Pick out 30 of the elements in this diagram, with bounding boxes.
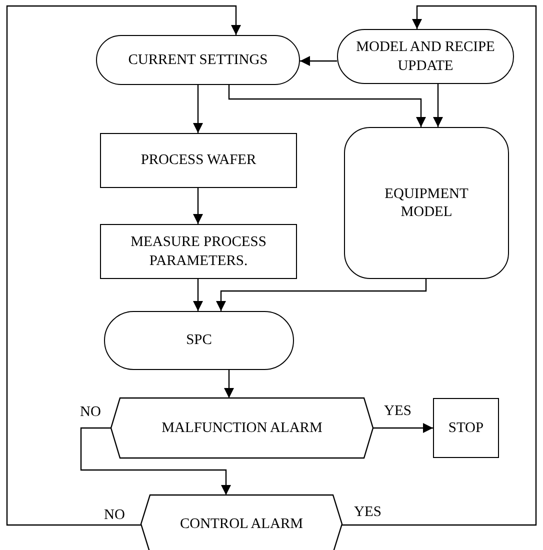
node-text: EQUIPMENT MODEL (384, 184, 470, 222)
terminal-box (96, 35, 300, 85)
arrow (373, 423, 433, 433)
process-box (100, 224, 297, 279)
process-box (100, 133, 297, 188)
edge-label: YES (354, 505, 382, 520)
arrow (228, 85, 426, 127)
edge-label: NO (80, 405, 101, 420)
edge-label: YES (384, 404, 412, 418)
rounded-box (344, 127, 509, 279)
arrow (6, 5, 241, 526)
arrow (216, 279, 427, 311)
node-text: STOP (447, 418, 485, 438)
node-text: MALFUNCTION ALARM (160, 418, 324, 438)
edge-label: NO (104, 508, 125, 522)
arrow (193, 188, 203, 224)
node-text: PROCESS WAFER (140, 151, 258, 170)
node-text: CONTROL ALARM (178, 514, 304, 534)
node-text: MODEL AND RECIPE UPDATE (355, 38, 496, 75)
node-text: SPC (185, 331, 213, 350)
arrow (342, 5, 537, 526)
arrow (193, 279, 203, 311)
node-text: CURRENT SETTINGS (127, 50, 269, 70)
arrow (433, 84, 443, 127)
arrow (80, 427, 231, 495)
node-text: MEASURE PROCESS PARAMETERS. (130, 233, 268, 270)
arrow (300, 56, 337, 66)
arrow (224, 370, 234, 398)
arrow (193, 85, 203, 133)
process-box (433, 398, 499, 458)
